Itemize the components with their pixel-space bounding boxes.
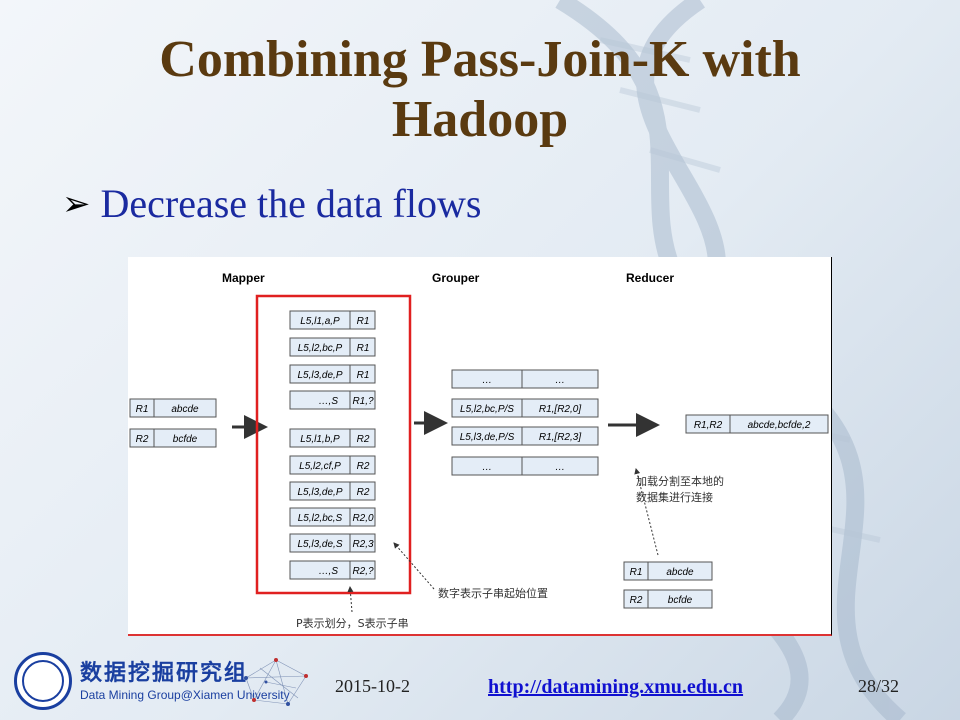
network-graphic-icon	[244, 658, 308, 706]
mapper-row: L5,l2,cf,P R2	[289, 455, 376, 475]
input-text: abcde	[171, 404, 199, 415]
reducer-output-row: R1,R2 abcde,bcfde,2	[685, 414, 829, 434]
arrow-bullet-icon: ➢	[62, 185, 91, 223]
mapper-row: L5,l3,de,S R2,3	[289, 533, 376, 553]
svg-text:L5,l2,bc,P: L5,l2,bc,P	[298, 343, 343, 354]
grouper-row: … …	[451, 369, 599, 389]
svg-text:R2,?: R2,?	[352, 566, 374, 577]
input-id: R2	[136, 434, 149, 445]
svg-text:…: …	[555, 375, 565, 386]
mapper-row: L5,l2,bc,S R2,0	[289, 507, 376, 527]
mapper-row: L5,l1,b,P R2	[289, 428, 376, 448]
dataflow-diagram: Mapper Grouper Reducer R1 abcde R2 bcfde…	[128, 257, 832, 636]
svg-text:R1: R1	[357, 343, 370, 354]
load-annotation-line-1: 加载分割至本地的	[636, 474, 724, 488]
grouper-row: … …	[451, 456, 599, 476]
svg-text:R1: R1	[357, 316, 370, 327]
mapper-row: L5,l3,de,P R2	[289, 481, 376, 501]
group-name-en: Data Mining Group@Xiamen University	[80, 688, 290, 702]
svg-text:R1,?: R1,?	[352, 396, 374, 407]
reducer-input-row: R1 abcde	[623, 561, 713, 581]
offset-annotation: 数字表示子串起始位置	[438, 586, 548, 600]
svg-text:…: …	[482, 462, 492, 473]
grouper-row: L5,l2,bc,P/S R1,[R2,0]	[451, 398, 599, 418]
svg-text:…,S: …,S	[319, 396, 339, 407]
offset-pointer-line	[393, 542, 435, 590]
svg-text:L5,l1,a,P: L5,l1,a,P	[300, 316, 340, 327]
mapper-highlight-box	[255, 294, 412, 595]
svg-text:R1,[R2,0]: R1,[R2,0]	[539, 404, 581, 415]
input-row: R2 bcfde	[129, 428, 217, 448]
svg-text:abcde: abcde	[666, 567, 694, 578]
header-grouper: Grouper	[432, 271, 480, 285]
mapper-row: …,S R1,?	[289, 390, 376, 410]
svg-text:R2: R2	[357, 461, 370, 472]
slide-date: 2015-10-2	[335, 676, 410, 696]
title-line-2: Hadoop	[391, 91, 569, 148]
svg-text:L5,l2,bc,S: L5,l2,bc,S	[298, 513, 343, 524]
input-text: bcfde	[173, 434, 198, 445]
svg-text:L5,l3,de,P: L5,l3,de,P	[297, 487, 342, 498]
svg-text:L5,l3,de,P: L5,l3,de,P	[297, 370, 342, 381]
slide-title: Combining Pass-Join-K with Hadoop	[40, 30, 920, 150]
mapper-output: L5,l1,a,P R1 L5,l2,bc,P R1 L5,l3,de,P R1…	[289, 310, 376, 580]
svg-text:L5,l2,bc,P/S: L5,l2,bc,P/S	[460, 404, 514, 415]
svg-text:L5,l3,de,S: L5,l3,de,S	[297, 539, 342, 550]
load-pointer-line	[634, 468, 659, 556]
reducer-input-row: R2 bcfde	[623, 589, 713, 609]
svg-text:R2,3: R2,3	[352, 539, 374, 550]
bullet-item: ➢ Decrease the data flows	[62, 180, 481, 227]
mapper-row: …,S R2,?	[289, 560, 376, 580]
group-name-cn: 数据挖掘研究组	[80, 661, 249, 686]
svg-text:R1: R1	[630, 567, 643, 578]
svg-text:R1,[R2,3]: R1,[R2,3]	[539, 432, 581, 443]
svg-text:R2: R2	[357, 487, 370, 498]
university-logo	[14, 652, 72, 710]
input-id: R1	[136, 404, 149, 415]
svg-text:R2: R2	[630, 595, 643, 606]
svg-text:R2: R2	[357, 434, 370, 445]
svg-text:…,S: …,S	[319, 566, 339, 577]
svg-text:abcde,bcfde,2: abcde,bcfde,2	[748, 420, 811, 431]
mapper-row: L5,l2,bc,P R1	[289, 337, 376, 357]
svg-text:R1: R1	[357, 370, 370, 381]
partition-pointer-line	[347, 586, 354, 613]
svg-text:L5,l2,cf,P: L5,l2,cf,P	[299, 461, 341, 472]
svg-text:bcfde: bcfde	[668, 595, 693, 606]
mapper-row: L5,l1,a,P R1	[289, 310, 376, 330]
grouper-row: L5,l3,de,P/S R1,[R2,3]	[451, 426, 599, 446]
input-row: R1 abcde	[129, 398, 217, 418]
svg-text:R1,R2: R1,R2	[694, 420, 723, 431]
title-line-1: Combining Pass-Join-K with	[159, 31, 801, 88]
svg-text:…: …	[555, 462, 565, 473]
svg-text:R2,0: R2,0	[352, 513, 374, 524]
load-annotation-line-2: 数据集进行连接	[636, 490, 713, 504]
grouper-output: … … L5,l2,bc,P/S R1,[R2,0] L5,l3,de,P/S …	[451, 369, 599, 476]
mapper-row: L5,l3,de,P R1	[289, 364, 376, 384]
header-reducer: Reducer	[626, 271, 674, 285]
header-mapper: Mapper	[222, 271, 265, 285]
svg-text:…: …	[482, 375, 492, 386]
partition-annotation: P表示划分，S表示子串	[296, 616, 409, 630]
svg-text:L5,l1,b,P: L5,l1,b,P	[300, 434, 340, 445]
website-link[interactable]: http://datamining.xmu.edu.cn	[488, 676, 744, 698]
page-number: 28/32	[858, 676, 900, 696]
svg-text:L5,l3,de,P/S: L5,l3,de,P/S	[460, 432, 515, 443]
bullet-text: Decrease the data flows	[100, 181, 482, 226]
